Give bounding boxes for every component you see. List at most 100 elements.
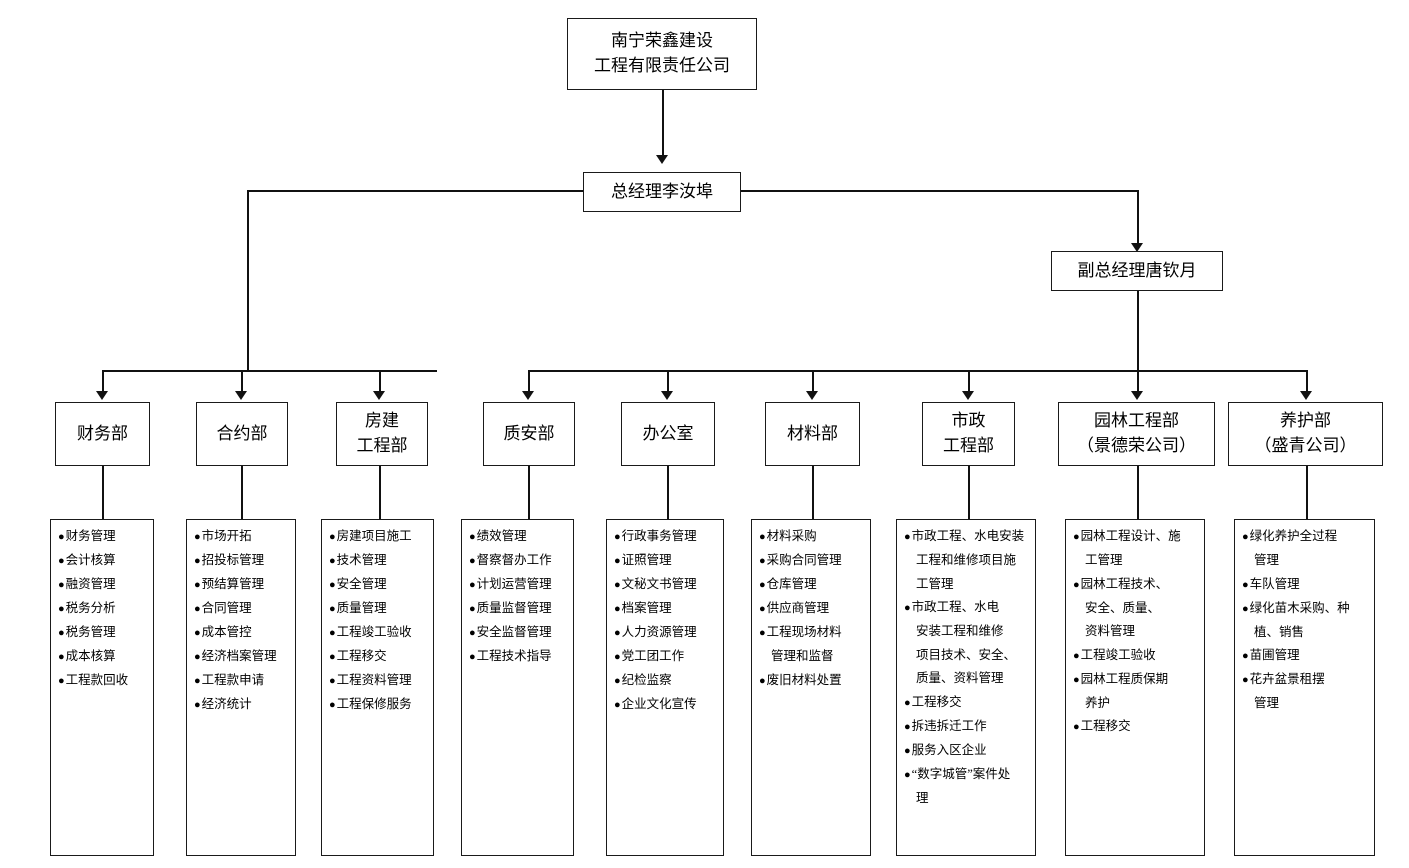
node-dept-landscape-engineering[interactable]: 园林工程部 （景德荣公司） xyxy=(1058,402,1215,466)
duty-item: ●材料采购 xyxy=(759,530,864,543)
node-company-root-line-0: 南宁荣鑫建设 xyxy=(611,31,713,51)
node-dept-maintenance[interactable]: 养护部 （盛青公司） xyxy=(1228,402,1383,466)
node-dept-municipal-engineering[interactable]: 市政 工程部 xyxy=(922,402,1015,466)
node-general-manager[interactable]: 总经理李汝埠 xyxy=(583,172,741,212)
bullet-icon: ● xyxy=(759,579,766,591)
duty-text: 经济统计 xyxy=(201,697,252,711)
duty-item: ●园林工程质保期 养护 xyxy=(1073,672,1198,710)
node-dept-quality-line-0: 质安部 xyxy=(503,423,555,443)
duty-text-cont: 项目技术、安全、 xyxy=(916,647,1017,662)
duty-text: 人力资源管理 xyxy=(621,625,697,639)
duty-item: ●税务分析 xyxy=(58,602,147,615)
detail-panel-landscape-engineering[interactable]: ●园林工程设计、施 工管理 ●园林工程技术、 安全、质量、 资料管理 ●工程竣工… xyxy=(1065,519,1205,856)
duty-item: ●工程资料管理 xyxy=(329,674,427,687)
duty-text-cont: 工程和维修项目施 xyxy=(916,553,1017,567)
duty-text-cont: 资料管理 xyxy=(1085,624,1136,638)
duty-text: 绿化养护全过程 xyxy=(1249,529,1338,543)
arrow-to-municipal-engineering xyxy=(962,391,974,400)
bullet-icon: ● xyxy=(329,603,336,615)
connector-left-bus-finance xyxy=(102,370,104,392)
bullet-icon: ● xyxy=(1242,674,1249,686)
duty-text: 行政事务管理 xyxy=(621,529,697,543)
stem-quality-safety xyxy=(528,466,530,519)
bullet-icon: ● xyxy=(904,744,911,757)
bullet-icon: ● xyxy=(904,531,911,543)
duty-item: ●党工团工作 xyxy=(614,650,717,663)
detail-panel-quality-safety[interactable]: ●绩效管理 ●督察督办工作 ●计划运营管理 ●质量监督管理 ●安全监督管理 ●工… xyxy=(461,519,574,856)
duty-text-cont: 工管理 xyxy=(1085,553,1123,567)
duty-text: 合同管理 xyxy=(201,601,252,615)
duty-item: ●绿化养护全过程 管理 xyxy=(1242,530,1368,567)
duty-text-cont: 管理 xyxy=(1254,696,1280,710)
duty-text: 工程技术指导 xyxy=(476,649,552,663)
duty-text: 安全管理 xyxy=(336,577,387,591)
duty-item: ●行政事务管理 xyxy=(614,530,717,543)
duty-item: ●园林工程设计、施 工管理 xyxy=(1073,530,1198,567)
duty-text: 党工团工作 xyxy=(621,649,685,663)
node-company-root-line-1: 工程有限责任公司 xyxy=(594,56,730,75)
connector-right-bus-municipal xyxy=(968,370,970,392)
stem-materials xyxy=(812,466,814,519)
duty-item: ●绩效管理 xyxy=(469,530,567,543)
bullet-icon: ● xyxy=(194,531,201,543)
duty-text: 工程资料管理 xyxy=(336,673,412,687)
duty-text-cont: 工管理 xyxy=(916,576,954,591)
bullet-icon: ● xyxy=(194,555,201,567)
duty-text: 绩效管理 xyxy=(476,529,527,543)
duty-text: 证照管理 xyxy=(621,553,672,567)
detail-panel-housing-engineering[interactable]: ●房建项目施工 ●技术管理 ●安全管理 ●质量管理 ●工程竣工验收 ●工程移交 … xyxy=(321,519,434,856)
duty-item: ●拆违拆迁工作 xyxy=(904,718,1029,733)
bullet-icon: ● xyxy=(1073,673,1080,686)
node-dept-contract[interactable]: 合约部 xyxy=(196,402,288,466)
duty-item: ●档案管理 xyxy=(614,602,717,615)
duty-text: 工程款申请 xyxy=(201,673,265,687)
duty-text: 预结算管理 xyxy=(201,577,265,591)
node-dept-housing-line-1: 工程部 xyxy=(356,436,408,455)
arrow-manager-to-deputy xyxy=(1131,243,1143,252)
node-general-manager-line-0: 总经理李汝埠 xyxy=(611,181,713,201)
bullet-icon: ● xyxy=(329,699,336,711)
duty-text: 招投标管理 xyxy=(201,553,265,567)
duty-text: 服务入区企业 xyxy=(911,742,987,757)
bullet-icon: ● xyxy=(194,699,201,711)
detail-panel-maintenance[interactable]: ●绿化养护全过程 管理 ●车队管理 ●绿化苗木采购、种 植、销售 ●苗圃管理 ●… xyxy=(1234,519,1375,856)
duty-item: ●计划运营管理 xyxy=(469,578,567,591)
bullet-icon: ● xyxy=(469,627,476,639)
node-deputy-manager[interactable]: 副总经理唐钦月 xyxy=(1051,251,1223,291)
node-dept-office[interactable]: 办公室 xyxy=(621,402,715,466)
bullet-icon: ● xyxy=(759,531,766,543)
node-dept-finance-line-0: 财务部 xyxy=(77,423,128,443)
bullet-icon: ● xyxy=(58,531,65,543)
bullet-icon: ● xyxy=(1073,531,1080,543)
duty-text: “数字城管”案件处 xyxy=(911,766,1011,781)
detail-panel-finance[interactable]: ●财务管理 ●会计核算 ●融资管理 ●税务分析 ●税务管理 ●成本核算 ●工程款… xyxy=(50,519,154,856)
duty-item: ●供应商管理 xyxy=(759,602,864,615)
connector-right-bus-quality xyxy=(528,370,530,392)
detail-panel-contract[interactable]: ●市场开拓 ●招投标管理 ●预结算管理 ●合同管理 ●成本管控 ●经济档案管理 … xyxy=(186,519,296,856)
bullet-icon: ● xyxy=(329,675,336,687)
connector-left-bus-housing xyxy=(379,370,381,392)
duty-item: ●市政工程、水电安装 工程和维修项目施 工管理 xyxy=(904,530,1029,590)
node-dept-housing-engineering[interactable]: 房建 工程部 xyxy=(336,402,428,466)
bullet-icon: ● xyxy=(614,603,621,615)
node-dept-quality-safety[interactable]: 质安部 xyxy=(483,402,575,466)
node-dept-housing-line-0: 房建 xyxy=(365,411,399,431)
bullet-icon: ● xyxy=(58,651,65,663)
bullet-icon: ● xyxy=(469,603,476,615)
detail-panel-office[interactable]: ●行政事务管理 ●证照管理 ●文秘文书管理 ●档案管理 ●人力资源管理 ●党工团… xyxy=(606,519,724,856)
duty-item: ●安全监督管理 xyxy=(469,626,567,639)
bullet-icon: ● xyxy=(759,603,766,615)
node-dept-materials[interactable]: 材料部 xyxy=(765,402,860,466)
duty-item: ●“数字城管”案件处 理 xyxy=(904,766,1029,805)
duty-item: ●苗圃管理 xyxy=(1242,649,1368,662)
connector-manager-to-deputy xyxy=(1137,190,1139,244)
bullet-icon: ● xyxy=(58,627,65,639)
detail-panel-municipal-engineering[interactable]: ●市政工程、水电安装 工程和维修项目施 工管理 ●市政工程、水电 安装工程和维修… xyxy=(896,519,1036,856)
node-company-root[interactable]: 南宁荣鑫建设 工程有限责任公司 xyxy=(567,18,757,90)
bullet-icon: ● xyxy=(194,627,201,639)
node-dept-finance[interactable]: 财务部 xyxy=(55,402,150,466)
duty-text: 拆违拆迁工作 xyxy=(911,718,987,733)
duty-text: 财务管理 xyxy=(65,529,116,543)
bullet-icon: ● xyxy=(469,555,476,567)
detail-panel-materials[interactable]: ●材料采购 ●采购合同管理 ●仓库管理 ●供应商管理 ●工程现场材料 管理和监督… xyxy=(751,519,871,856)
